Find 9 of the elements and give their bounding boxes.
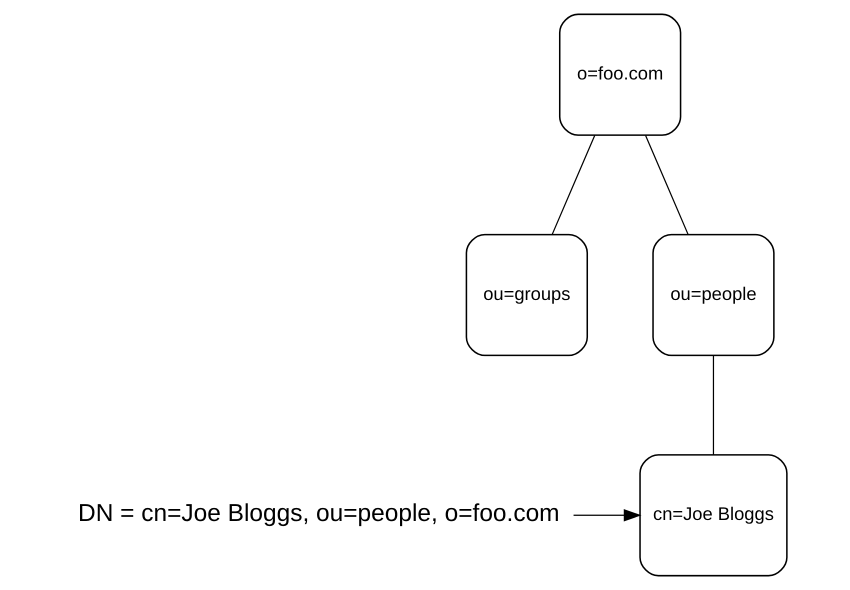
node-text: DN = cn=Joe Bloggs, ou=people, o=foo.com [78, 500, 560, 528]
node-box: ou=groups [465, 234, 588, 356]
node-box: o=foo.com [558, 14, 681, 136]
arrow [573, 509, 642, 522]
connector [712, 356, 714, 454]
connector [644, 135, 688, 234]
node-box: ou=people [652, 234, 774, 356]
connector [551, 135, 595, 234]
node-box: cn=Joe Bloggs [638, 454, 788, 576]
